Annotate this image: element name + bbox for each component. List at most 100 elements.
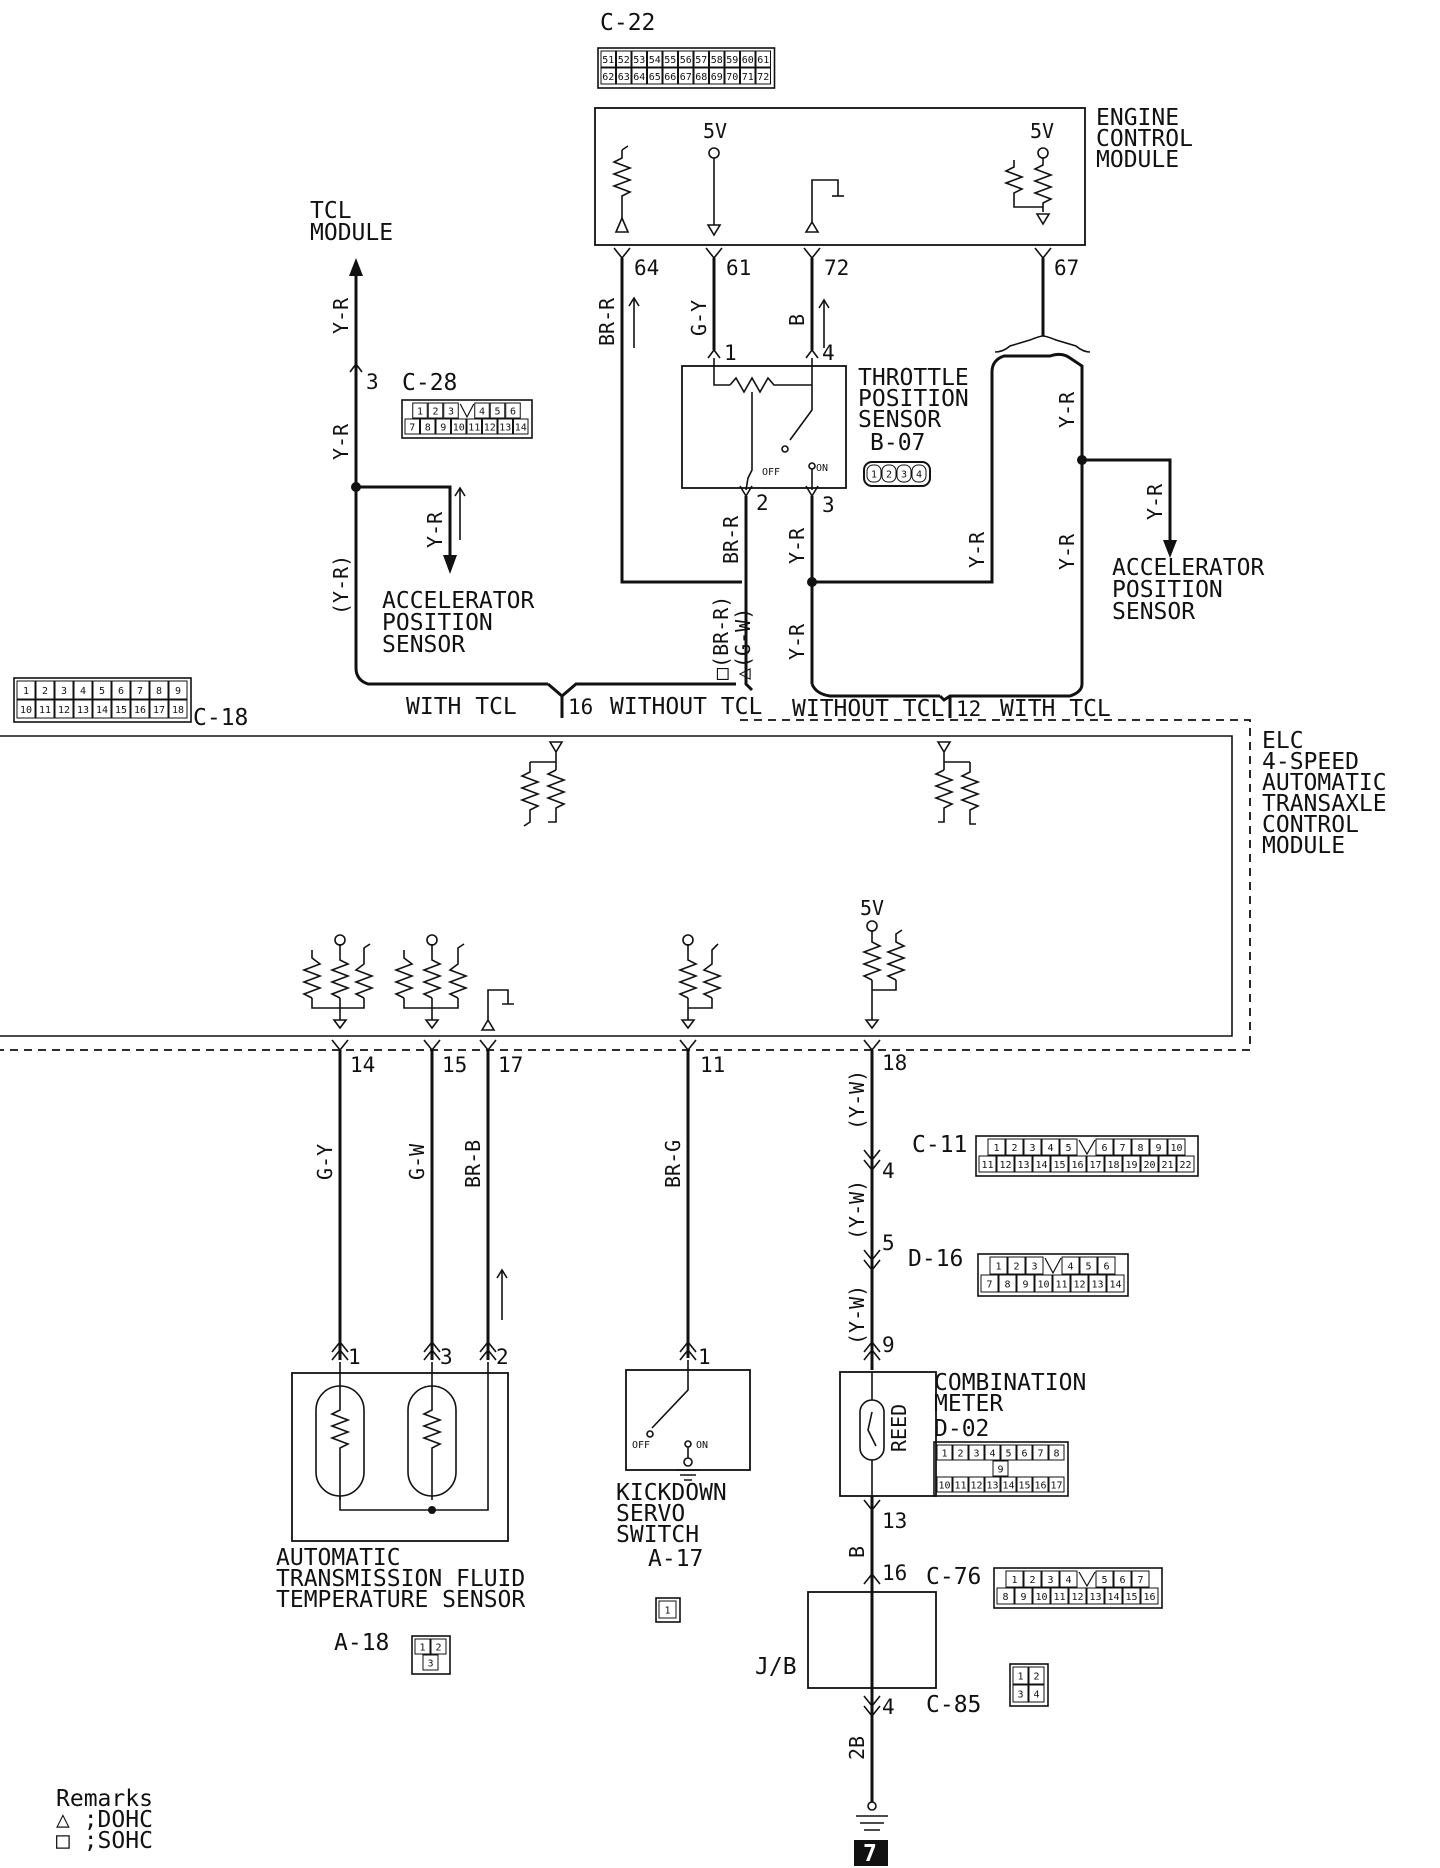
- connector-c22-cell: [755, 67, 771, 85]
- wire-brb-atf: BR-B: [461, 1050, 508, 1360]
- elc-pin-15: 15: [442, 1053, 467, 1077]
- elc-label-6: MODULE: [1262, 833, 1345, 859]
- connector-c22-pin: 54: [649, 55, 661, 66]
- connector-c18-pin: 13: [77, 705, 89, 716]
- connector-d02-cell: [1000, 1444, 1017, 1461]
- connector-c28-cell: [404, 418, 420, 435]
- connector-c28-key: [459, 403, 475, 419]
- wire-label-yw-1: (Y-W): [845, 1070, 869, 1130]
- connector-d02-pin: 12: [970, 1481, 982, 1492]
- c11-pin-4: 4: [882, 1159, 895, 1183]
- wire-brg-kickdown: BR-G: [661, 1050, 690, 1358]
- connector-c22-cell: [678, 50, 694, 68]
- connector-b07-cell: [866, 464, 882, 483]
- aps-right-label-1: ACCELERATOR: [1112, 555, 1264, 581]
- connector-c18-pin: 12: [58, 705, 70, 716]
- connector-d02-cell: [1016, 1476, 1033, 1493]
- connector-c76-pin: 3: [1047, 1575, 1053, 1586]
- meter-label-1: COMBINATION: [934, 1370, 1086, 1396]
- connector-c28-pin: 12: [484, 423, 496, 434]
- tps-label-3: SENSOR: [858, 407, 941, 433]
- connector-c22-pin: 68: [695, 72, 707, 83]
- connector-c18-cell: [130, 680, 150, 700]
- connector-c22-cell: [724, 50, 740, 68]
- connector-c18-cell: [149, 680, 169, 700]
- connector-c85-outline: [1009, 1663, 1049, 1707]
- elc-bottom-pins: 14 15 17 11 18: [331, 1039, 907, 1077]
- connector-c18-pin: 6: [118, 686, 124, 697]
- kickdown-label-3: SWITCH: [616, 1522, 699, 1548]
- connector-c76-pin: 10: [1035, 1592, 1047, 1603]
- connector-d16-pin: 2: [1013, 1262, 1019, 1273]
- connector-c18-cell: [35, 680, 55, 700]
- connector-d16-cell: [1052, 1274, 1071, 1293]
- connector-d02-pin: 4: [989, 1449, 995, 1460]
- connector-c18-cell: [16, 680, 36, 700]
- connector-d02-cell: [952, 1476, 969, 1493]
- connector-b07-outline: [863, 461, 931, 487]
- tcl-pin-3: 3: [366, 370, 379, 394]
- connector-c76-cell: [1041, 1570, 1060, 1588]
- elc-label-1: ELC: [1262, 728, 1304, 754]
- connector-c76-cell: [1122, 1587, 1141, 1605]
- connector-c11-pin: 14: [1035, 1160, 1047, 1171]
- connector-c11-pin: 17: [1089, 1160, 1101, 1171]
- ecm-resistor-64: [611, 145, 633, 233]
- ecm-label-2: CONTROL: [1096, 126, 1193, 152]
- wire-label-yw-2: (Y-W): [845, 1180, 869, 1240]
- connector-c11-pin: 8: [1137, 1143, 1143, 1154]
- aps-left-label-3: SENSOR: [382, 632, 465, 658]
- jb-pin-4: 4: [882, 1695, 895, 1719]
- connector-c11-cell: [1167, 1138, 1186, 1156]
- connector-c28-pin: 1: [417, 407, 423, 418]
- connector-c18-pin: 1: [23, 686, 29, 697]
- connector-d16-cell: [989, 1256, 1008, 1275]
- connector-c11-pin: 22: [1179, 1160, 1191, 1171]
- remarks: Remarks △ ;DOHC □ ;SOHC: [56, 1786, 153, 1854]
- connector-d16-pin: 12: [1073, 1280, 1085, 1291]
- connector-c76-pin: 1: [1011, 1575, 1017, 1586]
- tps-pin-1: 1: [724, 341, 737, 365]
- connector-d02-cell: [1032, 1444, 1049, 1461]
- tcl-label-2: MODULE: [310, 220, 393, 246]
- connector-c22-pin: 66: [664, 72, 676, 83]
- connector-d02-cell: [1016, 1444, 1033, 1461]
- connector-c28-label: C-28: [402, 370, 457, 396]
- connector-d02-cell: [1048, 1444, 1065, 1461]
- connector-c11-cell: [1059, 1138, 1078, 1156]
- connector-c22-cell: [755, 50, 771, 68]
- connector-d16-cell: [998, 1274, 1017, 1293]
- connector-c76-pin: 5: [1101, 1575, 1107, 1586]
- connector-c76-pin: 9: [1020, 1592, 1026, 1603]
- connector-c22-cell: [693, 50, 709, 68]
- connector-d16-pin: 10: [1037, 1280, 1049, 1291]
- connector-c76-key: [1078, 1571, 1096, 1588]
- tps-switch-on: ON: [816, 463, 828, 474]
- connector-c11-cell: [1140, 1155, 1159, 1173]
- wire-gy-tps: G-Y 1: [687, 258, 737, 365]
- connector-d16-outline: [977, 1253, 1129, 1297]
- ecm-pin-64: 64: [634, 256, 659, 280]
- connector-c22-cell: [600, 67, 616, 85]
- connector-c18-pin: 4: [80, 686, 86, 697]
- ecm-label-3: MODULE: [1096, 147, 1179, 173]
- elc-module: ELC 4-SPEED AUTOMATIC TRANSAXLE CONTROL …: [0, 719, 1387, 1051]
- connector-d16-pin: 11: [1055, 1280, 1067, 1291]
- connector-b07-pin: 4: [916, 470, 922, 481]
- connector-b07-pin: 2: [886, 470, 892, 481]
- atf-label-2: TRANSMISSION FLUID: [276, 1566, 525, 1592]
- aps-right-label: ACCELERATOR POSITION SENSOR: [1112, 555, 1264, 625]
- connector-c22-cell: [616, 67, 632, 85]
- wire-label-yr-9: Y-R: [1143, 483, 1167, 520]
- connector-b07-pin: 1: [871, 470, 877, 481]
- kickdown-servo-switch: 1 OFF ON KICKDOWN SERVO SWITCH: [616, 1340, 751, 1548]
- connector-d16-cell: [1034, 1274, 1053, 1293]
- connector-c76-pin: 14: [1107, 1592, 1119, 1603]
- connector-d02-cell: [968, 1476, 985, 1493]
- connector-c18-pin: 3: [61, 686, 67, 697]
- connector-c76-pin: 6: [1119, 1575, 1125, 1586]
- connector-c22-outline: [597, 47, 776, 89]
- wire-label-yr-paren: (Y-R): [329, 555, 353, 615]
